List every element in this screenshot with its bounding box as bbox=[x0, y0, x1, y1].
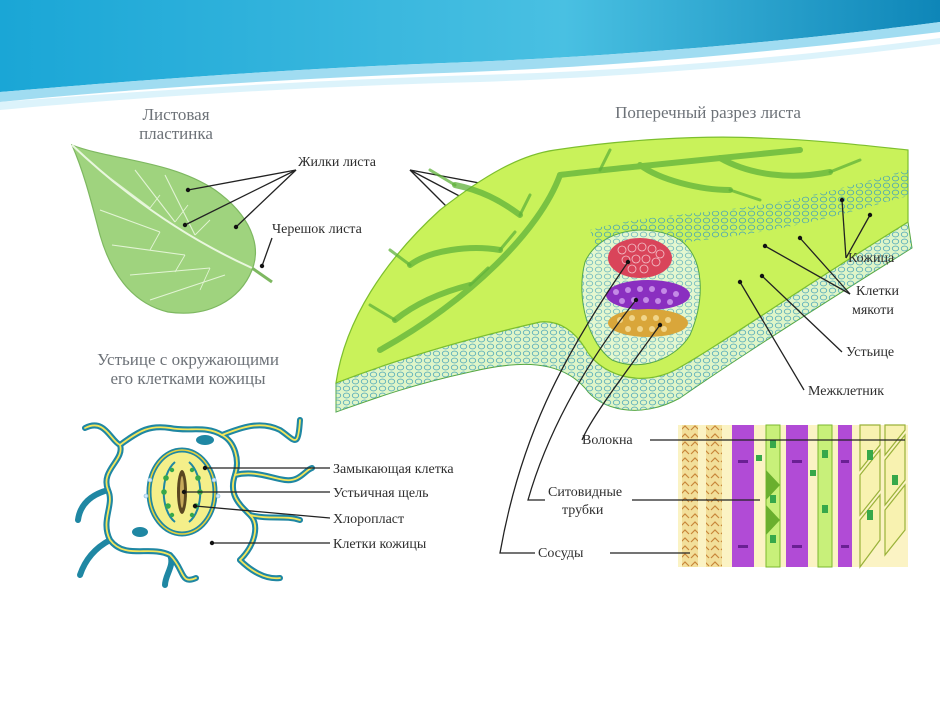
stoma-title-line1: Устьице с окружающими bbox=[97, 350, 279, 369]
sieve-tubes-label-line2: трубки bbox=[562, 503, 604, 518]
leaf-blade-illustration bbox=[70, 143, 273, 314]
vascular-leaders bbox=[499, 259, 905, 554]
cross-section-title: Поперечный разрез листа bbox=[615, 103, 801, 122]
mesophyll-label-line2: мякоти bbox=[852, 303, 894, 318]
chloroplast-label: Хлоропласт bbox=[333, 512, 404, 527]
leaf-veins-label: Жилки листа bbox=[298, 155, 377, 170]
vascular-tissue-longitudinal bbox=[678, 424, 908, 569]
guard-cell-label: Замыкающая клетка bbox=[333, 462, 454, 477]
vascular-bundle bbox=[606, 238, 690, 337]
cross-section-leaders bbox=[737, 197, 873, 391]
leaf-blade-label-line2: пластинка bbox=[139, 124, 213, 143]
mesophyll-label-line1: Клетки bbox=[856, 284, 899, 299]
sieve-tubes-label-line1: Ситовидные bbox=[548, 485, 622, 500]
stoma-label: Устьице bbox=[846, 345, 894, 360]
header-wave bbox=[0, 0, 940, 110]
epidermal-cells-label: Клетки кожицы bbox=[333, 537, 427, 552]
stomatal-slit-label: Устьичная щель bbox=[333, 486, 429, 501]
intercellular-label: Межклетник bbox=[808, 384, 884, 399]
vessels-label: Сосуды bbox=[538, 546, 584, 561]
fibers-label: Волокна bbox=[582, 433, 633, 448]
stoma-leaders bbox=[181, 465, 331, 546]
leaf-blade-label-line1: Листовая bbox=[142, 105, 209, 124]
petiole-label: Черешок листа bbox=[272, 222, 363, 237]
stoma-title-line2: его клетками кожицы bbox=[110, 369, 266, 388]
stoma-illustration bbox=[75, 417, 315, 588]
epidermis-label: Кожица bbox=[848, 251, 895, 266]
leaf-cross-section bbox=[335, 136, 913, 413]
